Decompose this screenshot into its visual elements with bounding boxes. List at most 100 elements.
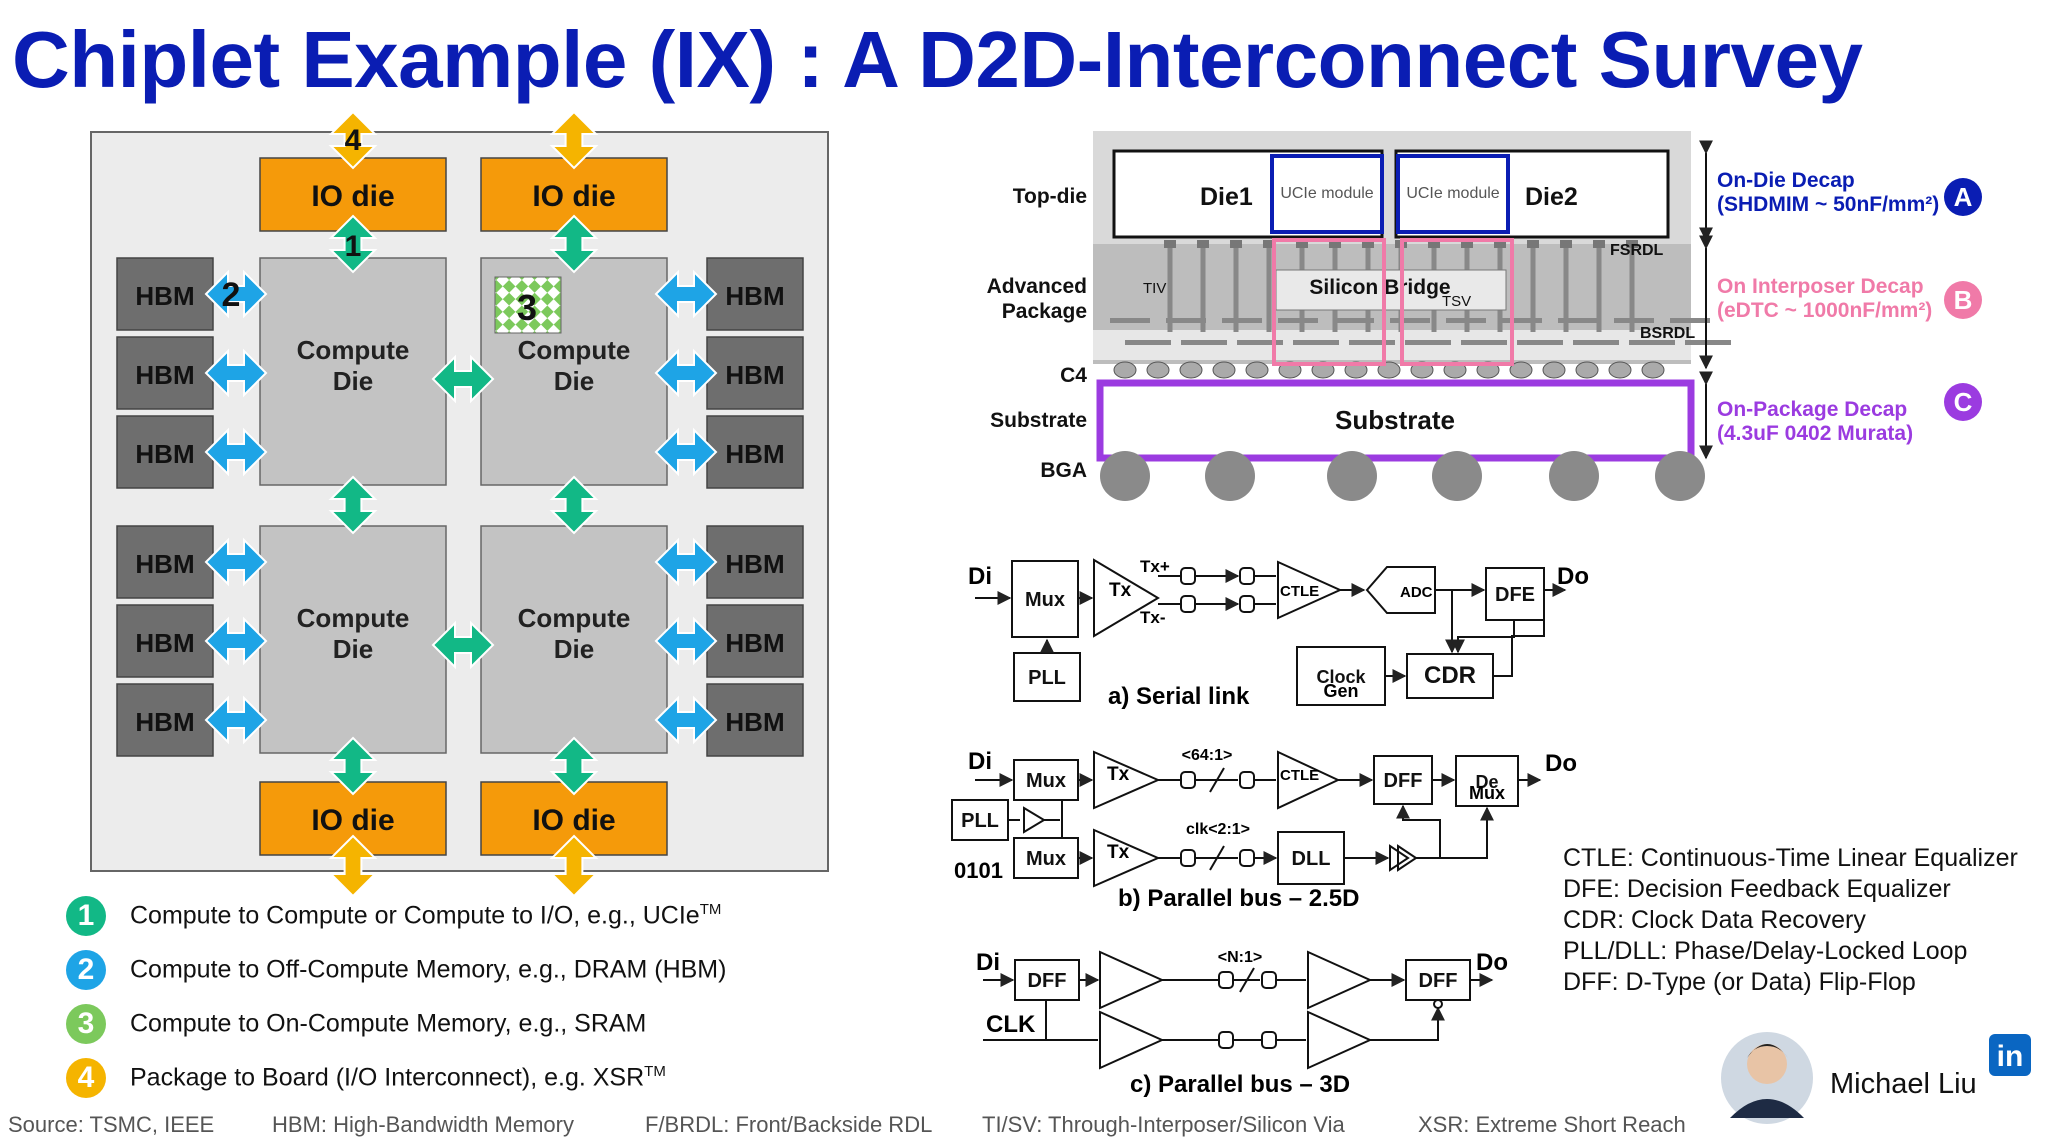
clk-label: CLK — [986, 1011, 1036, 1038]
legend-text: Compute to On-Compute Memory, e.g., SRAM — [130, 1009, 646, 1038]
channel-segment — [1261, 971, 1277, 989]
hbm-connector — [204, 537, 268, 587]
tx-driver — [1093, 558, 1160, 638]
compute-die-label: Compute — [518, 603, 631, 633]
tx-driver — [1093, 750, 1161, 810]
bsrdl-label: BSRDL — [1640, 325, 1695, 342]
compute-die-label: Compute — [518, 335, 631, 365]
advanced-label-1: Advanced — [987, 275, 1087, 298]
hbm-label: HBM — [725, 281, 784, 311]
di-label: Di — [968, 563, 992, 590]
hbm-connector — [654, 348, 718, 398]
sram-marker — [494, 276, 562, 334]
hbm-stack: HBM — [706, 525, 804, 599]
definition-dfe: DFE: Decision Feedback Equalizer — [1563, 875, 1951, 903]
di-label: Di — [976, 949, 1000, 976]
hbm-connector — [204, 427, 268, 477]
hbm-connector — [204, 348, 268, 398]
io-die-label: IO die — [532, 804, 615, 837]
definition-cdr: CDR: Clock Data Recovery — [1563, 906, 1866, 934]
ucie-connector — [328, 736, 378, 796]
mux-block-label: Mux — [1026, 848, 1066, 870]
dff-block — [1014, 959, 1080, 1001]
dff-block-label: DFF — [1419, 970, 1458, 992]
svg-text:in: in — [1997, 1040, 2024, 1073]
do-label: Do — [1557, 563, 1589, 590]
tx-label: Tx — [1107, 842, 1130, 863]
board-io-connector — [328, 110, 378, 170]
io-die-label: IO die — [532, 180, 615, 213]
dff-block-label: DFF — [1384, 770, 1423, 792]
legend-description: Package to Board (I/O Interconnect), e.g… — [130, 1063, 645, 1092]
fsrdl-label: FSRDL — [1610, 242, 1664, 259]
hbm-stack: HBM — [116, 415, 214, 489]
marker-3-label: 3 — [517, 287, 537, 328]
ctle-amp — [1277, 560, 1343, 620]
dfe-block-label: DFE — [1495, 584, 1535, 606]
io-die-label: IO die — [311, 180, 394, 213]
ucie-connector — [431, 620, 495, 670]
parallel-25d-caption: b) Parallel bus – 2.5D — [1118, 885, 1359, 912]
cdr-block-label: CDR — [1424, 662, 1476, 689]
hbm-label: HBM — [725, 549, 784, 579]
linkedin-icon[interactable]: in — [1989, 1034, 2031, 1076]
tiv-label: TIV — [1143, 280, 1166, 297]
tx-label: Tx — [1107, 764, 1130, 785]
decap-title: On-Package Decap — [1717, 398, 1907, 421]
decap-title: On-Die Decap — [1717, 169, 1855, 192]
legend-text: Package to Board (I/O Interconnect), e.g… — [130, 1063, 666, 1092]
ucie-connector — [549, 214, 599, 274]
dll-block-label: DLL — [1292, 848, 1331, 870]
io-die-label: IO die — [311, 804, 394, 837]
bga-ball — [1100, 451, 1150, 501]
ctle-label: CTLE — [1280, 583, 1319, 600]
tx-label: Tx — [1109, 580, 1132, 601]
ucie-connector — [328, 475, 378, 535]
hbm-stack: HBM — [116, 604, 214, 678]
hbm-stack: HBM — [706, 257, 804, 331]
hbm-connector — [204, 269, 268, 319]
definition-dff: DFF: D-Type (or Data) Flip-Flop — [1563, 968, 1916, 996]
tx-driver — [1099, 950, 1165, 1010]
pll-block-label: PLL — [961, 810, 999, 832]
channel-segment — [1180, 849, 1196, 867]
hbm-label: HBM — [135, 628, 194, 658]
legend-description: Compute to Compute or Compute to I/O, e.… — [130, 901, 700, 930]
legend-text: Compute to Off-Compute Memory, e.g., DRA… — [130, 955, 726, 984]
board-io-connector — [328, 834, 378, 898]
hbm-connector — [204, 695, 268, 745]
legend-number-badge: 4 — [66, 1058, 106, 1098]
die1-label: Die1 — [1200, 183, 1253, 211]
hbm-stack: HBM — [706, 604, 804, 678]
bga-ball — [1432, 451, 1482, 501]
pll-block-label: PLL — [1028, 667, 1066, 689]
hbm-stack: HBM — [706, 336, 804, 410]
marker-1-label: 1 — [345, 230, 362, 263]
tx-minus-label: Tx- — [1140, 608, 1166, 627]
channel-segment — [1180, 771, 1196, 789]
hbm-stack: HBM — [116, 525, 214, 599]
ucie-connector — [549, 736, 599, 796]
compute-die-label: Die — [333, 634, 373, 664]
clock-gen-block — [1296, 646, 1386, 706]
hbm-stack: HBM — [116, 683, 214, 757]
definition-pll-dll: PLL/DLL: Phase/Delay-Locked Loop — [1563, 937, 1968, 965]
do-label: Do — [1476, 949, 1508, 976]
channel-segment — [1239, 849, 1255, 867]
ucie-module-label-2: UCIe module — [1406, 185, 1499, 202]
marker-2-label: 2 — [222, 276, 241, 314]
decap-badge — [1944, 281, 1982, 319]
top-die-label: Top-die — [1013, 185, 1087, 208]
compute-die-label: Die — [554, 634, 594, 664]
hbm-connector — [654, 427, 718, 477]
clk-rx-amp — [1307, 1010, 1373, 1070]
hbm-connector — [654, 537, 718, 587]
bga-ball — [1327, 451, 1377, 501]
compute-die-label: Die — [333, 366, 373, 396]
